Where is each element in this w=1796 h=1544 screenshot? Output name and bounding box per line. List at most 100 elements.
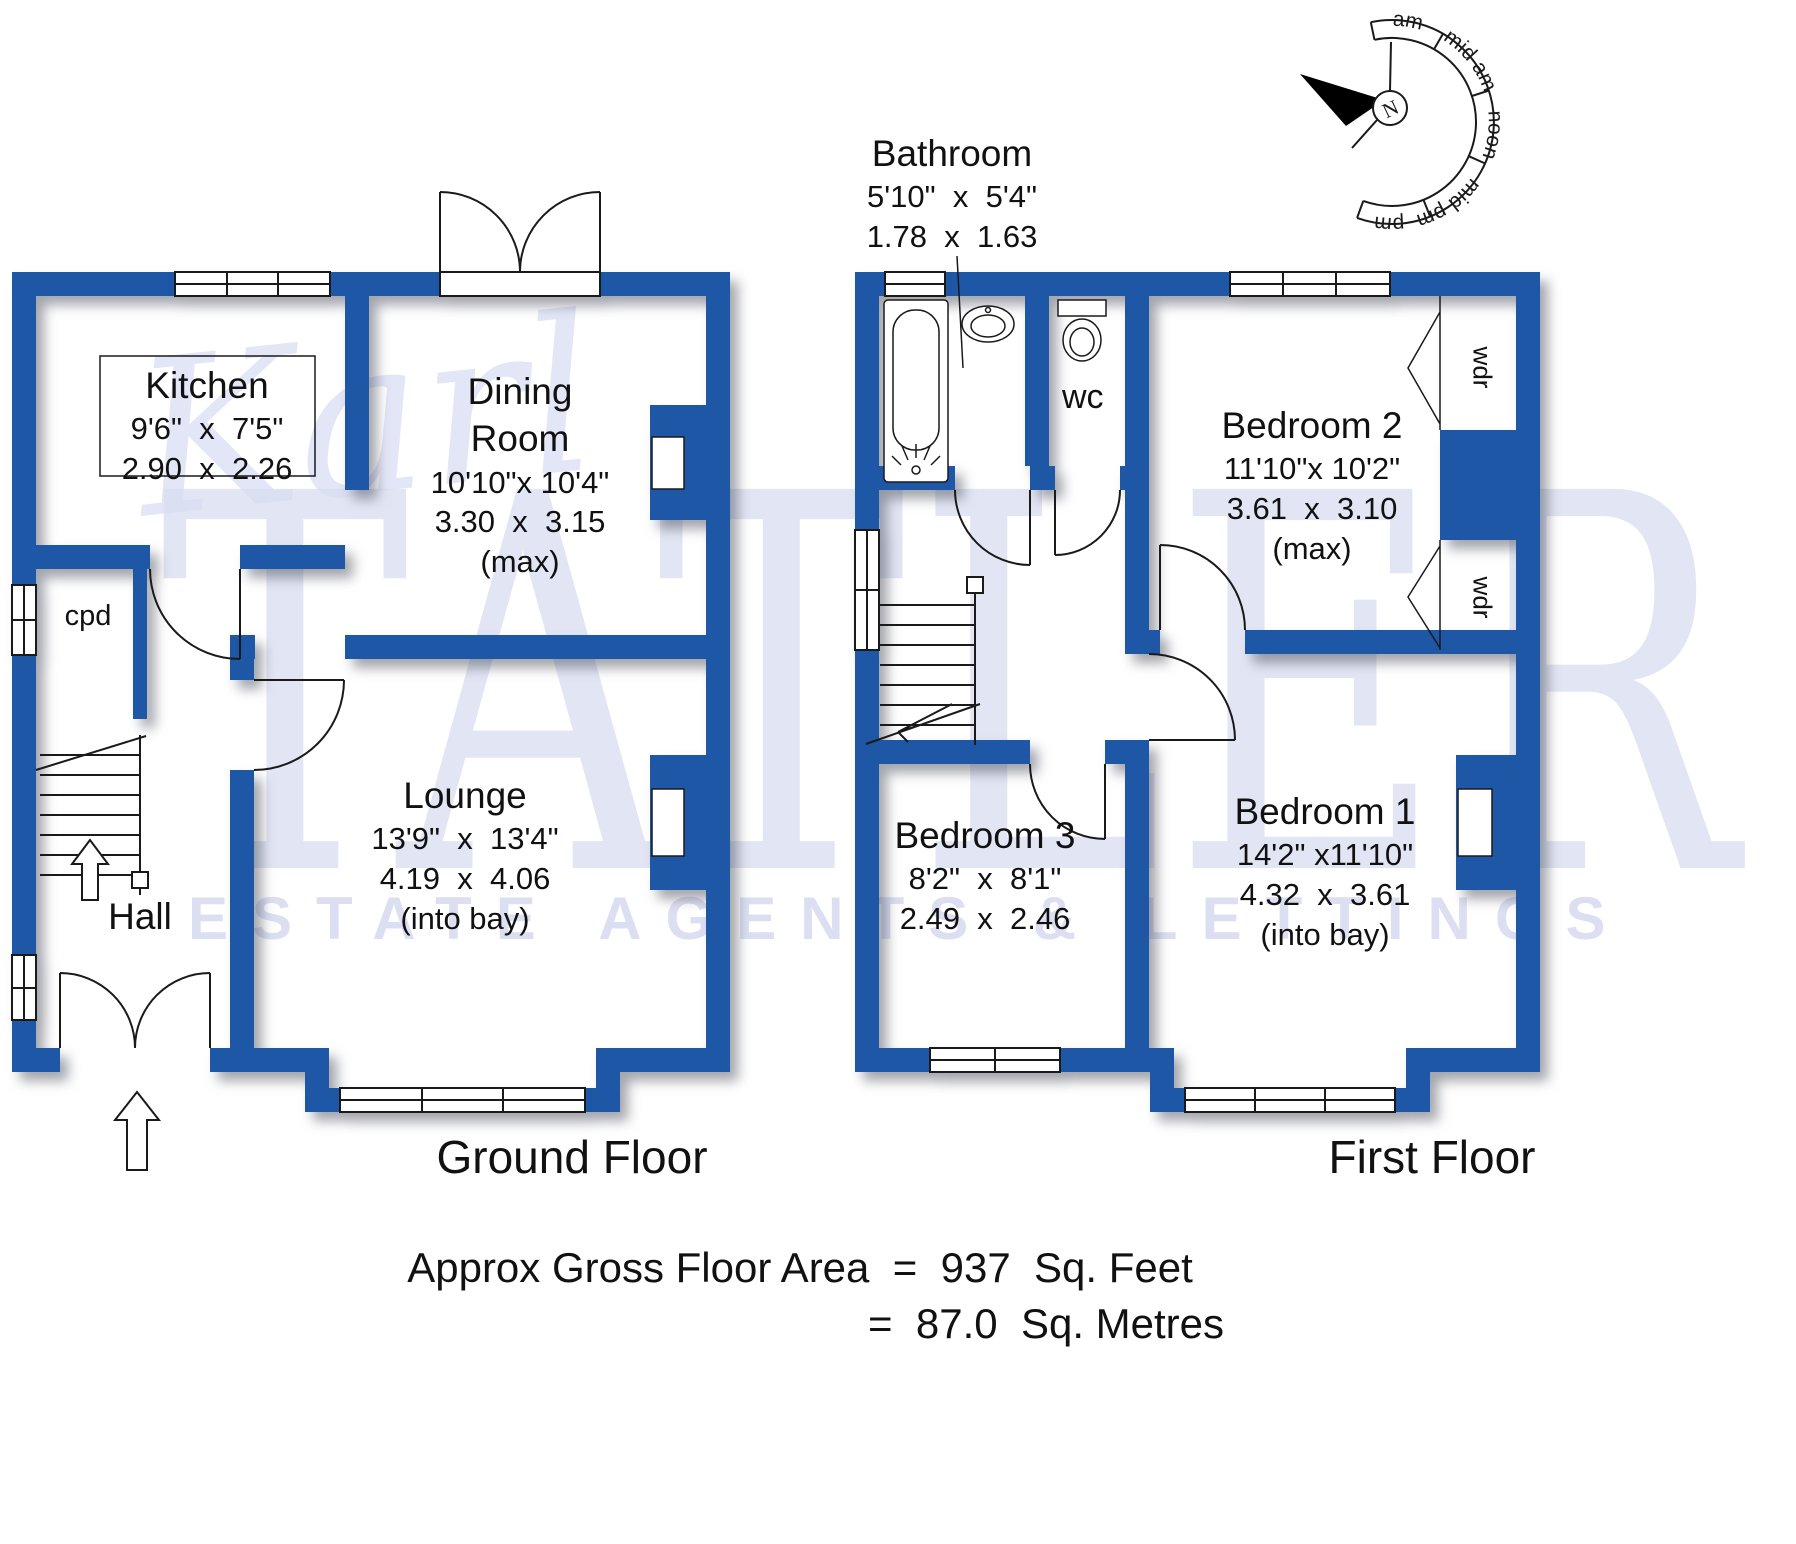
bathroom-size-imperial: 5'10" x 5'4" <box>866 179 1037 215</box>
french-door-left <box>439 191 521 273</box>
dining-size-metric: 3.30 x 3.15 <box>434 504 606 540</box>
walls-layer <box>11 271 1540 1113</box>
gross-floor-area-metres: = 87.0 Sq. Metres <box>868 1300 1225 1347</box>
fireplace-recess <box>651 436 685 490</box>
bedroom2-name: Bedroom 2 <box>1221 405 1403 446</box>
bathtub-inner <box>892 309 940 451</box>
stair-break-line <box>865 703 981 745</box>
newel-post <box>131 871 149 889</box>
lounge-size-metric: 4.19 x 4.06 <box>379 861 551 897</box>
bedroom3-door <box>1029 763 1106 840</box>
wdr-text: wdr <box>1467 346 1498 389</box>
bedroom3-label: Bedroom 3 8'2" x 8'1" 2.49 x 2.46 <box>895 812 1076 939</box>
gross-floor-area-feet: Approx Gross Floor Area = 937 Sq. Feet <box>407 1244 1193 1291</box>
bedroom2-label: Bedroom 2 11'10"x 10'2" 3.61 x 3.10 (max… <box>1222 402 1403 568</box>
compass-dial-outer <box>1356 19 1495 225</box>
fireplace-recess <box>651 788 685 857</box>
kitchen-name: Kitchen <box>145 365 269 406</box>
toilet-cistern <box>1057 299 1107 317</box>
newel-post <box>966 576 984 594</box>
fireplace-recess <box>1457 788 1493 857</box>
dial-label-am: am <box>1392 8 1425 35</box>
toilet-bowl <box>1062 318 1102 362</box>
kitchen-label-box <box>99 355 316 477</box>
compass-dial-ticks <box>1356 21 1490 219</box>
north-needle <box>1300 74 1384 126</box>
detail-lines <box>35 191 1493 1171</box>
ground-floor-title: Ground Floor <box>436 1131 708 1183</box>
cpd-name: cpd <box>64 600 112 632</box>
ground-floor-walls <box>12 272 730 1112</box>
wardrobe-bottom-doors <box>1407 540 1441 650</box>
lounge-name: Lounge <box>403 775 527 816</box>
kitchen-label: Kitchen 9'6" x 7'5" 2.90 x 2.26 <box>122 362 293 489</box>
stairs-up-arrow <box>70 838 110 901</box>
bedroom2-door <box>1159 544 1246 631</box>
wardrobe-bottom-label: wdr <box>1467 568 1498 628</box>
lounge-door <box>253 679 345 771</box>
first-floor-title: First Floor <box>1328 1131 1536 1183</box>
compass: am mid am noon mid pm pm N <box>1300 8 1507 236</box>
bedroom2-size-imperial: 11'10"x 10'2" <box>1223 451 1401 487</box>
bedroom1-door <box>1148 653 1236 741</box>
bedroom2-size-metric: 3.61 x 3.10 <box>1226 491 1398 527</box>
chimney-breast-bed2 <box>1440 430 1516 540</box>
bedroom1-size-imperial: 14'2" x11'10" <box>1236 837 1414 873</box>
north-circle <box>1372 90 1408 126</box>
hall-label: Hall <box>108 893 172 940</box>
front-door-right <box>134 972 211 1049</box>
lounge-size-note: (into bay) <box>400 900 530 936</box>
dining-size-imperial: 10'10"x 10'4" <box>430 464 610 500</box>
bathroom-name: Bathroom <box>871 133 1033 174</box>
bathroom-size-metric: 1.78 x 1.63 <box>866 219 1038 255</box>
dining-size-note: (max) <box>480 544 560 580</box>
bathroom-label: Bathroom 5'10" x 5'4" 1.78 x 1.63 <box>867 130 1038 257</box>
basin-tap <box>984 306 992 314</box>
bedroom1-size-metric: 4.32 x 3.61 <box>1239 877 1411 913</box>
toilet-bowl-inner <box>1069 327 1095 357</box>
bathroom-leader-line <box>956 255 964 369</box>
first-floor-doors <box>954 489 1246 840</box>
entrance-arrow <box>112 1090 162 1171</box>
stair-break-line <box>35 735 147 771</box>
bedroom3-size-metric: 2.49 x 2.46 <box>899 901 1071 937</box>
lounge-size-imperial: 13'9" x 13'4" <box>371 821 559 857</box>
wardrobes <box>1407 296 1441 650</box>
compass-dial-inner <box>1362 36 1477 207</box>
bathroom-door <box>954 489 1031 566</box>
wc-name: wc <box>1062 378 1104 416</box>
dining-name-line2: Room <box>470 418 570 460</box>
kitchen-door <box>149 568 241 660</box>
wardrobe-top-doors <box>1407 296 1441 430</box>
lounge-label: Lounge 13'9" x 13'4" 4.19 x 4.06 (into b… <box>371 772 558 938</box>
dining-name-line1: Dining <box>467 371 573 412</box>
bedroom1-label: Bedroom 1 14'2" x11'10" 4.32 x 3.61 (int… <box>1235 788 1416 954</box>
shower-head <box>911 465 921 475</box>
kitchen-size-metric: 2.90 x 2.26 <box>121 451 293 487</box>
dial-label-pm: pm <box>1373 212 1405 237</box>
front-door-left <box>59 972 136 1049</box>
shower-spray <box>891 444 941 466</box>
dial-label-noon: noon <box>1478 110 1507 162</box>
bedroom3-name: Bedroom 3 <box>894 815 1076 856</box>
bedroom1-name: Bedroom 1 <box>1234 791 1416 832</box>
wc-label: wc <box>1062 378 1104 417</box>
kitchen-size-imperial: 9'6" x 7'5" <box>130 411 284 447</box>
french-door-threshold <box>439 271 601 297</box>
stairs-down-arrow <box>897 703 953 743</box>
ground-floor-stairs <box>35 735 149 901</box>
windows <box>11 271 1396 1113</box>
cpd-wall <box>133 569 147 719</box>
bathroom-fixtures <box>883 299 1107 483</box>
ground-floor-doors <box>59 191 601 1049</box>
bedroom3-size-imperial: 8'2" x 8'1" <box>908 861 1062 897</box>
compass-tick-bottom <box>1351 119 1378 149</box>
basin-inner <box>970 314 1006 338</box>
bedroom2-size-note: (max) <box>1272 530 1352 566</box>
hall-name: Hall <box>108 896 172 937</box>
first-floor-walls <box>855 272 1540 1112</box>
bedroom1-size-note: (into bay) <box>1260 916 1390 952</box>
wdr-text: wdr <box>1467 576 1498 619</box>
